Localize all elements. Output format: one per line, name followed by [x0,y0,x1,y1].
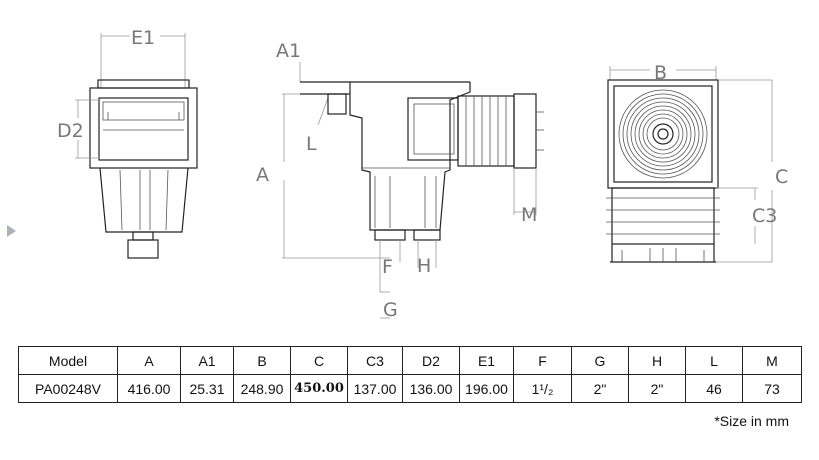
table-cell: 46 [685,374,743,403]
carousel-arrow-icon[interactable] [7,225,16,237]
table-cell: 25.31 [180,374,234,403]
dim-label-g: G [383,299,398,321]
dim-label-f: F [382,256,393,278]
table-cell: 2" [628,374,686,403]
dim-label-b: B [654,62,667,84]
dim-label-a1: A1 [276,40,301,62]
size-note: *Size in mm [714,413,789,429]
column-header: F [513,346,572,375]
column-header: C3 [347,346,403,375]
table-cell: 137.00 [347,374,403,403]
column-header: Model [18,346,118,375]
dim-label-c3: C3 [752,205,777,227]
dim-label-h: H [417,255,431,277]
table-cell: 416.00 [117,374,181,403]
technical-drawing: E1 D2 A1 A [57,27,788,321]
table-cell: PA00248V [18,374,118,403]
column-header: L [685,346,743,375]
column-header: G [571,346,629,375]
column-header: M [742,346,802,375]
column-header: B [233,346,291,375]
dim-label-a: A [256,164,269,186]
column-header: A [117,346,181,375]
dim-label-l: L [306,133,317,155]
column-header: E1 [459,346,514,375]
dim-label-m: M [521,204,537,226]
table-row: PA00248V 416.00 25.31 248.90 450.00 137.… [18,374,802,403]
side-view: A1 A L [256,40,544,321]
top-view: B C [606,62,788,263]
column-header: A1 [180,346,234,375]
column-header: C [290,346,348,375]
table-cell: 196.00 [459,374,514,403]
table-cell: 2" [571,374,629,403]
dim-label-c: C [775,166,788,188]
dim-label-e1: E1 [131,27,155,49]
table-cell: 1¹/₂ [513,374,572,403]
column-header: H [628,346,686,375]
table-cell: 450.00 [290,374,348,403]
table-cell: 248.90 [233,374,291,403]
column-header: D2 [402,346,460,375]
table-cell: 73 [742,374,802,403]
table-header-row: Model A A1 B C C3 D2 E1 F G H L M [18,346,802,375]
specification-table: Model A A1 B C C3 D2 E1 F G H L M PA0024… [18,346,802,403]
front-view: E1 D2 [57,27,198,259]
dim-label-d2: D2 [57,120,84,142]
table-cell: 136.00 [402,374,460,403]
